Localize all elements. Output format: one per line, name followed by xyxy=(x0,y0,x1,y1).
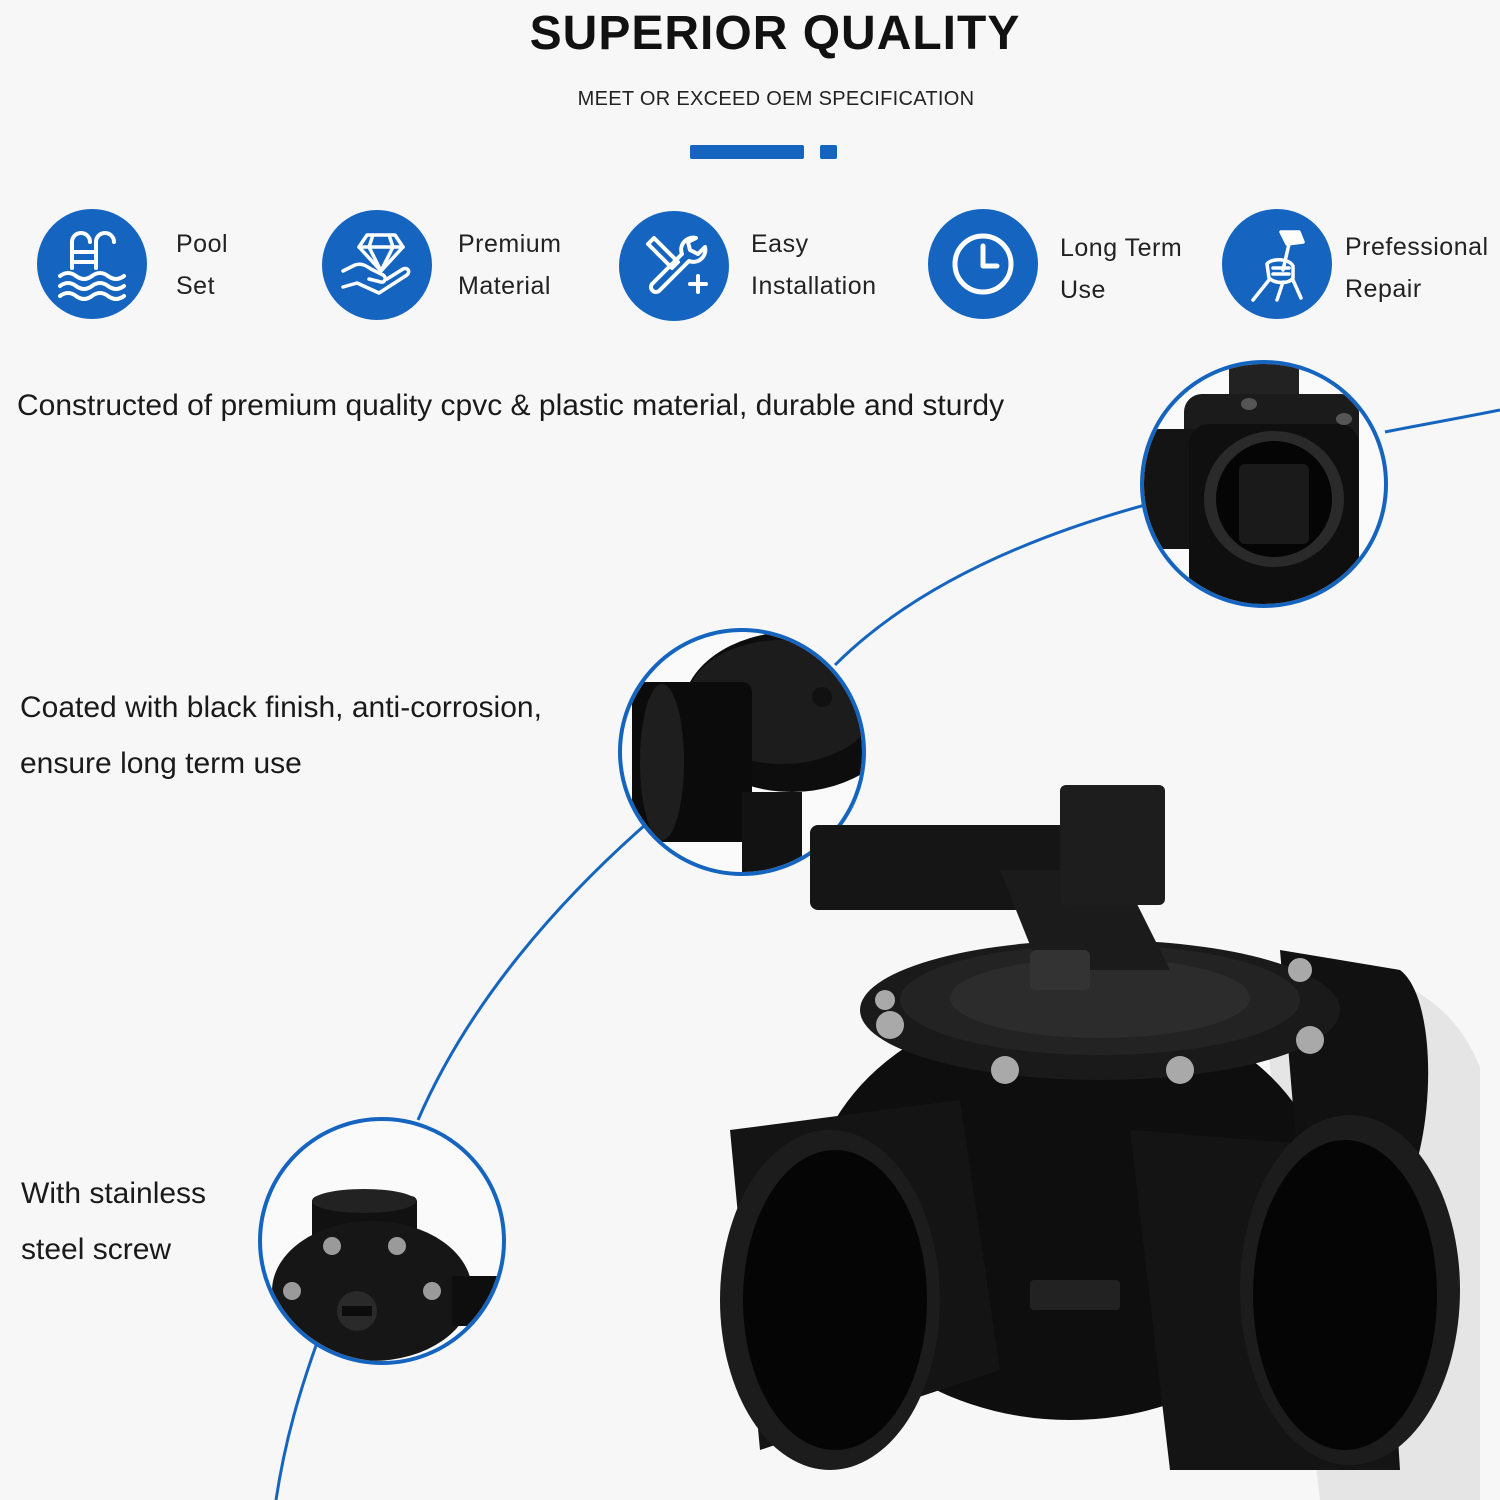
desc-screw-line2: steel screw xyxy=(21,1233,172,1266)
feature-label-line1: Prefessional xyxy=(1345,233,1489,261)
feature-label-line2: Installation xyxy=(751,272,877,300)
feature-label-line1: Pool xyxy=(176,230,229,258)
valve-finish-image xyxy=(632,632,862,872)
desc-screw-line1: With stainless xyxy=(21,1177,207,1210)
accent-bar-short xyxy=(820,145,837,159)
feature-label-line2: Set xyxy=(176,272,216,300)
feature-label-line2: Use xyxy=(1060,276,1106,304)
tools-icon xyxy=(619,211,729,321)
desc-screw: With stainless steel screw xyxy=(21,1166,206,1278)
feature-label-line2: Repair xyxy=(1345,275,1422,303)
zoom-circle-finish xyxy=(618,628,866,876)
desc-finish-line1: Coated with black finish, anti-corrosion… xyxy=(20,691,542,724)
accent-bar-long xyxy=(690,145,804,159)
desc-material: Constructed of premium quality cpvc & pl… xyxy=(17,389,1005,422)
feature-label-line2: Material xyxy=(458,272,551,300)
zoom-circle-port xyxy=(1140,360,1388,608)
page-title: SUPERIOR QUALITY xyxy=(529,7,1021,60)
pool-icon xyxy=(37,209,147,319)
clock-icon xyxy=(928,209,1038,319)
feature-label-line1: Premium xyxy=(458,230,562,258)
valve-product-image xyxy=(720,785,1480,1500)
desc-finish: Coated with black finish, anti-corrosion… xyxy=(20,680,542,792)
page-subtitle: MEET OR EXCEED OEM SPECIFICATION xyxy=(577,88,975,110)
hammer-fist-icon xyxy=(1222,209,1332,319)
feature-label-line1: Easy xyxy=(751,230,809,258)
diamond-hand-icon xyxy=(322,210,432,320)
valve-screw-image xyxy=(272,1189,502,1361)
valve-port-image xyxy=(1144,364,1359,604)
zoom-circle-screw xyxy=(258,1117,506,1365)
desc-finish-line2: ensure long term use xyxy=(20,747,302,780)
feature-label-line1: Long Term xyxy=(1060,234,1183,262)
